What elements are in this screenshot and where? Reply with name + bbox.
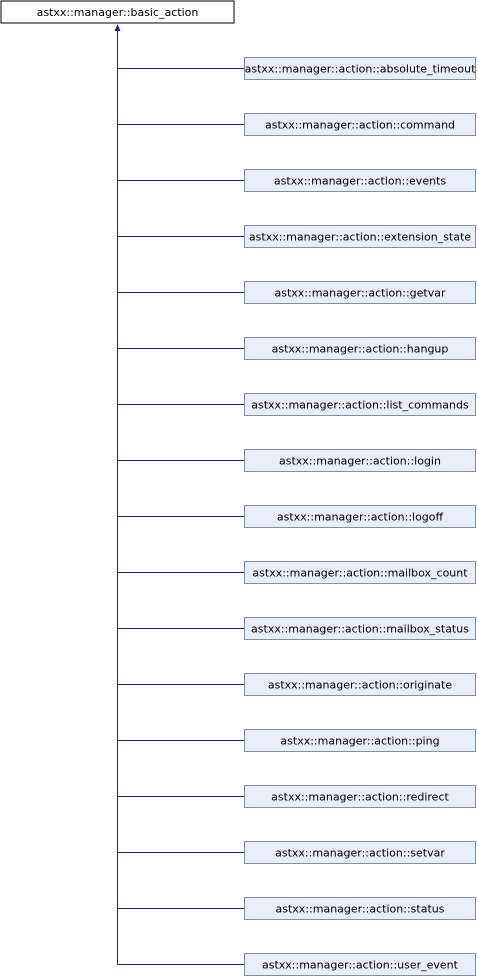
derived-class-box (244, 113, 476, 136)
derived-class-box (244, 505, 476, 528)
derived-class-label: astxx::manager::action::logoff (277, 511, 444, 524)
base-class-label: astxx::manager::basic_action (37, 6, 199, 19)
derived-class-label: astxx::manager::action::login (279, 455, 441, 468)
derived-class-node[interactable]: astxx::manager::action::absolute_timeout (244, 57, 477, 80)
derived-class-node[interactable]: astxx::manager::action::status (244, 897, 476, 920)
derived-class-node[interactable]: astxx::manager::action::setvar (244, 841, 476, 864)
derived-class-node[interactable]: astxx::manager::action::list_commands (244, 393, 476, 416)
derived-class-label: astxx::manager::action::extension_state (249, 231, 471, 244)
derived-class-box (244, 841, 476, 864)
derived-class-node[interactable]: astxx::manager::action::user_event (244, 953, 476, 976)
derived-class-box (244, 169, 476, 192)
derived-class-box (244, 225, 476, 248)
derived-class-node[interactable]: astxx::manager::action::ping (244, 729, 476, 752)
derived-class-box (244, 729, 476, 752)
derived-class-box (244, 897, 476, 920)
derived-class-list: astxx::manager::action::absolute_timeout… (244, 57, 477, 976)
derived-class-node[interactable]: astxx::manager::action::getvar (244, 281, 476, 304)
derived-class-label: astxx::manager::action::events (274, 175, 446, 188)
derived-class-node[interactable]: astxx::manager::action::mailbox_count (244, 561, 476, 584)
derived-class-label: astxx::manager::action::ping (280, 735, 439, 748)
derived-class-node[interactable]: astxx::manager::action::command (244, 113, 476, 136)
base-class-box (0, 0, 235, 24)
derived-class-label: astxx::manager::action::absolute_timeout (245, 63, 476, 76)
derived-class-label: astxx::manager::action::status (276, 903, 445, 916)
derived-class-label: astxx::manager::action::originate (268, 679, 453, 692)
derived-class-node[interactable]: astxx::manager::action::extension_state (244, 225, 476, 248)
derived-class-label: astxx::manager::action::getvar (275, 287, 446, 300)
derived-class-label: astxx::manager::action::redirect (271, 791, 449, 804)
derived-class-node[interactable]: astxx::manager::action::logoff (244, 505, 476, 528)
inheritance-edges (114, 24, 245, 965)
derived-class-node[interactable]: astxx::manager::action::mailbox_status (244, 617, 476, 640)
derived-class-label: astxx::manager::action::mailbox_count (252, 567, 468, 580)
derived-class-label: astxx::manager::action::command (265, 119, 455, 132)
derived-class-label: astxx::manager::action::setvar (275, 847, 445, 860)
derived-class-box (244, 281, 476, 304)
derived-class-box (244, 337, 476, 360)
derived-class-box (244, 57, 476, 80)
derived-class-label: astxx::manager::action::mailbox_status (251, 623, 469, 636)
derived-class-box (244, 449, 476, 472)
derived-class-box (244, 561, 476, 584)
derived-class-box (244, 617, 476, 640)
derived-class-node[interactable]: astxx::manager::action::login (244, 449, 476, 472)
derived-class-box (244, 673, 476, 696)
derived-class-label: astxx::manager::action::user_event (262, 959, 459, 972)
derived-class-node[interactable]: astxx::manager::action::hangup (244, 337, 476, 360)
derived-class-box (244, 393, 476, 416)
derived-class-node[interactable]: astxx::manager::action::redirect (244, 785, 476, 808)
derived-class-node[interactable]: astxx::manager::action::events (244, 169, 476, 192)
derived-class-label: astxx::manager::action::hangup (272, 343, 449, 356)
derived-class-node[interactable]: astxx::manager::action::originate (244, 673, 476, 696)
derived-class-label: astxx::manager::action::list_commands (251, 399, 469, 412)
base-class-node[interactable]: astxx::manager::basic_action (0, 0, 235, 24)
derived-class-box (244, 785, 476, 808)
inheritance-arrowhead-icon (114, 24, 121, 31)
